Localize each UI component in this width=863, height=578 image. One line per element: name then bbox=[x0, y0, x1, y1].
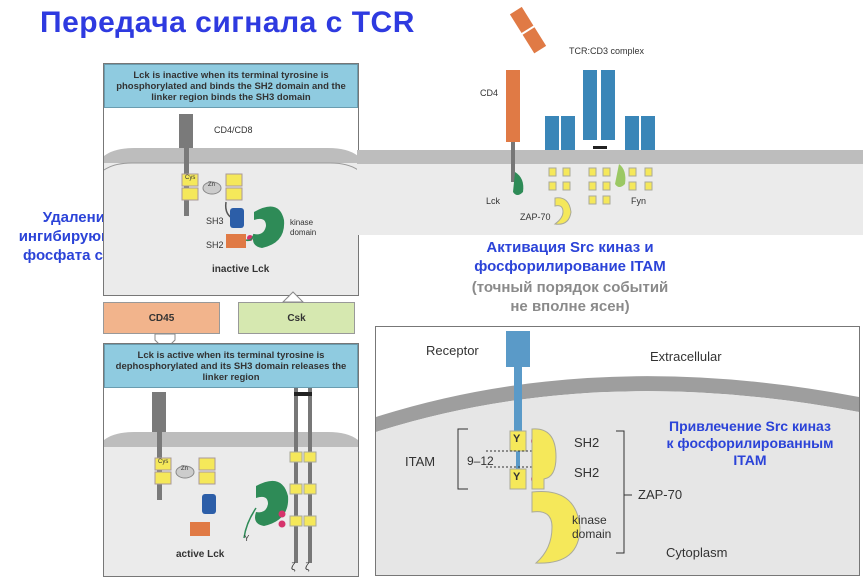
cell-interior bbox=[104, 447, 358, 576]
cys-box bbox=[154, 471, 172, 485]
fyn-protein bbox=[615, 164, 626, 187]
membrane bbox=[357, 150, 863, 164]
cys-box bbox=[181, 187, 199, 201]
y-label-upper: Y bbox=[513, 433, 521, 445]
y-label: Y bbox=[244, 534, 250, 543]
right-note-line-2: к фосфорилированным bbox=[666, 435, 834, 451]
domain-label: domain bbox=[290, 228, 317, 237]
cys-box bbox=[225, 173, 243, 187]
phospho-site bbox=[278, 510, 286, 518]
page-title: Передача сигнала с TCR bbox=[40, 6, 415, 39]
csk-box: Csk bbox=[238, 302, 355, 334]
zn-label: Zn bbox=[181, 466, 189, 472]
zeta-label-right: ζ bbox=[305, 562, 310, 573]
left-note-line-1: Удаление bbox=[42, 209, 114, 226]
sh2-domain bbox=[226, 234, 246, 248]
kinase-label: kinase bbox=[290, 218, 314, 227]
cd4-domain bbox=[506, 70, 520, 106]
zap70-kinase bbox=[531, 490, 581, 564]
right-note: Привлечение Src киназ к фосфорилированны… bbox=[640, 418, 860, 469]
cd45-box: CD45 bbox=[103, 302, 220, 334]
receptor-transmembrane bbox=[514, 367, 522, 437]
cd4-domain bbox=[506, 106, 520, 142]
cytoplasm-label: Cytoplasm bbox=[666, 545, 728, 560]
tcr-alpha bbox=[583, 70, 597, 104]
fyn-label: Fyn bbox=[631, 196, 647, 206]
right-note-line-1: Привлечение Src киназ bbox=[669, 418, 831, 434]
cys-box bbox=[225, 187, 243, 201]
inactive-lck-caption: Lck is inactive when its terminal tyrosi… bbox=[104, 64, 358, 108]
zeta-chain-left bbox=[294, 388, 298, 563]
y-label-lower: Y bbox=[513, 471, 521, 483]
sh3-domain bbox=[230, 208, 244, 228]
sh2-label-upper: SH2 bbox=[574, 435, 600, 450]
zeta-label-left: ζ bbox=[291, 562, 296, 573]
cys-box bbox=[181, 173, 199, 187]
sh2-domain bbox=[190, 522, 210, 536]
middle-note-gray-line-1: (точный порядок событий bbox=[471, 279, 669, 296]
middle-note: Активация Src киназ и фосфорилирование I… bbox=[415, 238, 725, 276]
itam-drawing bbox=[376, 331, 859, 575]
receptor-label: Receptor bbox=[426, 343, 479, 358]
membrane bbox=[104, 148, 358, 170]
cd4-cd8-extracellular bbox=[152, 392, 166, 432]
active-lck-label: active Lck bbox=[176, 549, 225, 560]
zn-ion bbox=[175, 465, 195, 479]
itam-panel: Receptor Extracellular ITAM 9–12 Y Y SH2… bbox=[375, 326, 860, 576]
lck-protein bbox=[513, 172, 524, 195]
cell-interior bbox=[376, 391, 859, 575]
tcr-beta bbox=[601, 70, 615, 104]
sh2-label-lower: SH2 bbox=[574, 465, 600, 480]
active-lck-caption: Lck is active when its terminal tyrosine… bbox=[104, 344, 358, 388]
zeta-chain-right bbox=[308, 388, 312, 563]
membrane bbox=[376, 376, 859, 432]
middle-note-gray: (точный порядок событий не вполне ясен) bbox=[415, 278, 725, 316]
inactive-lck-panel: Lck is inactive when its terminal tyrosi… bbox=[103, 63, 359, 296]
cys-label: Cys bbox=[158, 459, 169, 465]
zn-ion bbox=[202, 181, 222, 195]
sh2-label: SH2 bbox=[206, 240, 224, 250]
kinase-label: kinase bbox=[572, 513, 607, 527]
middle-note-line-1: Активация Src киназ и bbox=[486, 239, 654, 256]
cys-box bbox=[154, 457, 172, 471]
cd4-cd8-extracellular bbox=[179, 114, 193, 148]
tcr-complex-drawing bbox=[357, 6, 863, 235]
domain-label: domain bbox=[572, 527, 612, 541]
middle-note-gray-line-2: не вполне ясен) bbox=[510, 298, 630, 315]
cys-box bbox=[198, 471, 216, 485]
lck-label: Lck bbox=[486, 196, 501, 206]
itam-tyrosine-box bbox=[509, 468, 527, 490]
sh3-label: SH3 bbox=[206, 216, 224, 226]
coreceptor-label: CD4/CD8 bbox=[214, 125, 253, 135]
kinase-domain bbox=[253, 206, 285, 248]
right-note-line-3: ITAM bbox=[733, 452, 767, 468]
phospho-site bbox=[278, 520, 286, 528]
zn-label: Zn bbox=[208, 182, 216, 188]
zap70-protein bbox=[553, 197, 572, 225]
receptor-extracellular bbox=[506, 331, 530, 367]
inactive-lck-label: inactive Lck bbox=[212, 264, 270, 275]
sh3-domain bbox=[202, 494, 216, 514]
itam-range-label: 9–12 bbox=[467, 454, 494, 468]
middle-note-line-2: фосфорилирование ITAM bbox=[474, 258, 666, 275]
zap70-label: ZAP-70 bbox=[520, 212, 551, 222]
cys-box bbox=[198, 457, 216, 471]
up-arrow-icon bbox=[281, 291, 305, 303]
extracellular-label: Extracellular bbox=[650, 349, 722, 364]
cys-label: Cys bbox=[185, 175, 196, 181]
active-lck-drawing bbox=[104, 388, 358, 576]
inactive-lck-drawing bbox=[104, 114, 358, 295]
itam-label: ITAM bbox=[405, 454, 436, 469]
active-lck-panel: Lck is active when its terminal tyrosine… bbox=[103, 343, 359, 577]
tcr-complex-label: TCR:CD3 complex bbox=[569, 46, 645, 56]
zap70-label: ZAP-70 bbox=[638, 487, 683, 502]
zap70-sh2 bbox=[531, 428, 557, 490]
cd4-label: CD4 bbox=[480, 88, 499, 98]
